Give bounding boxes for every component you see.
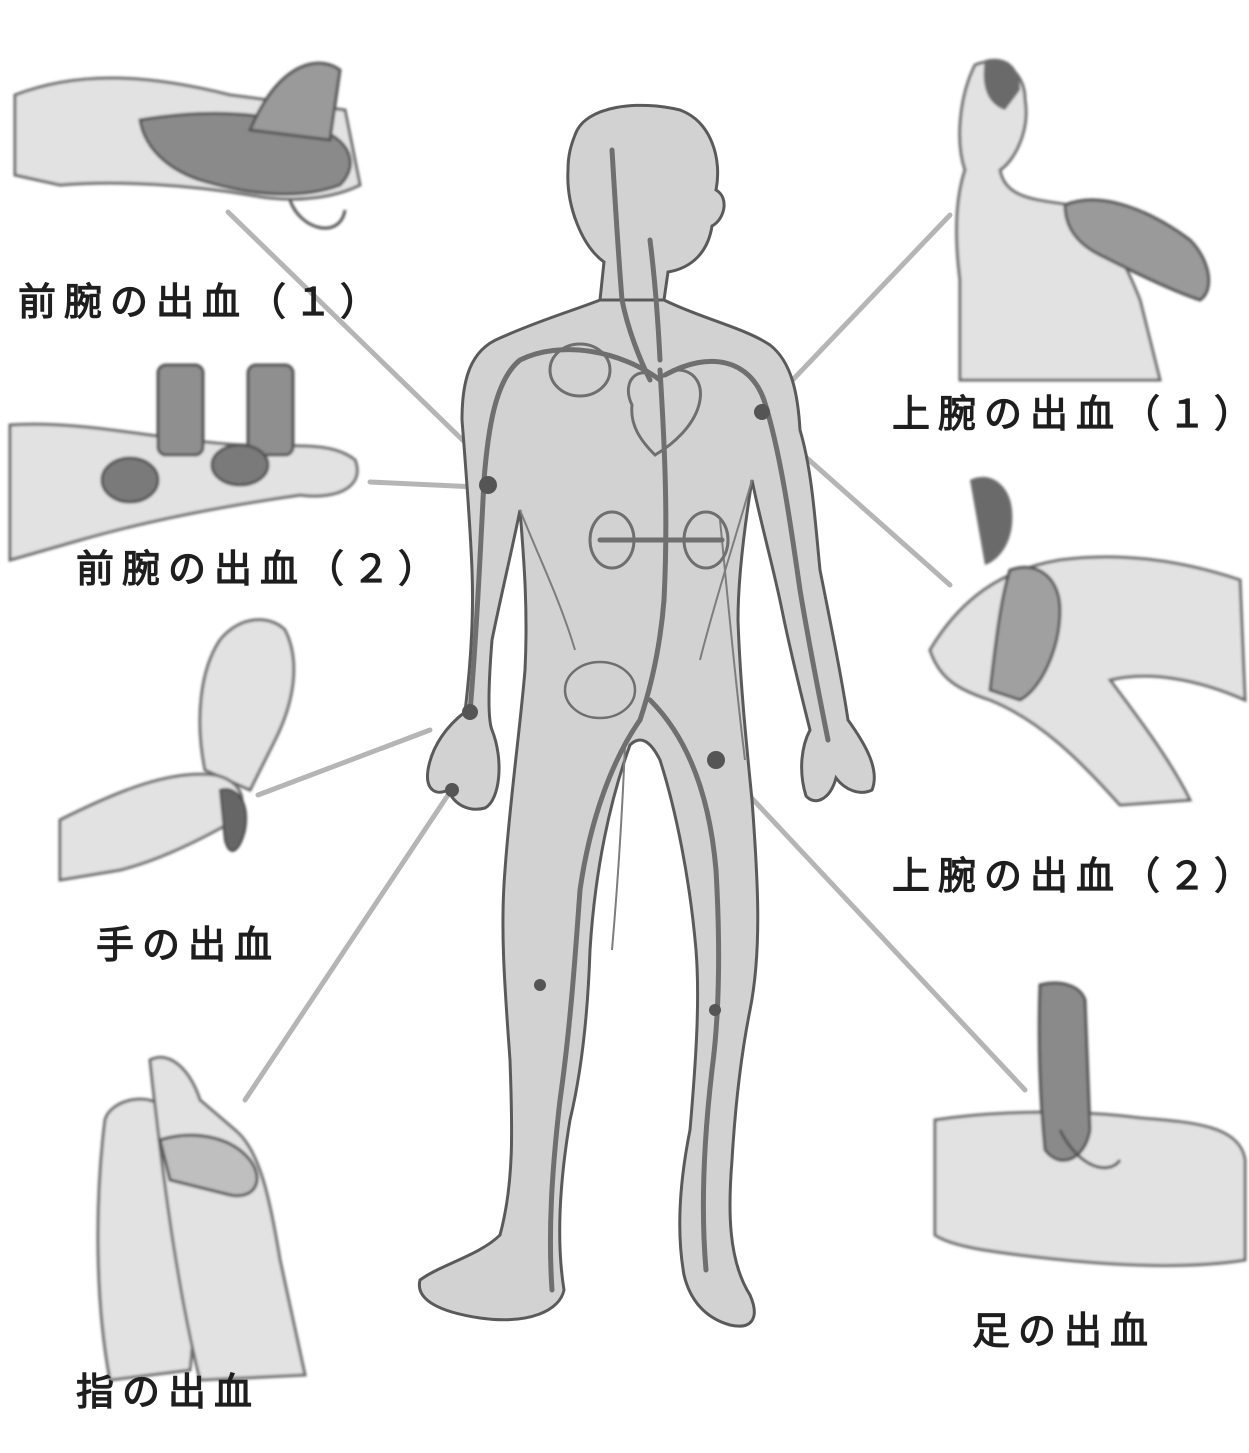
illustration-finger [98,1057,305,1380]
illustration-forearm-2 [10,365,357,560]
pressure-point-groin [707,751,725,769]
pressure-point-upper-arm [479,476,497,494]
label-forearm-1: 前腕の出血（１） [18,283,386,321]
head [568,105,724,300]
leader-line-hand [258,730,430,795]
illustration-forearm-1 [15,63,360,228]
label-finger: 指の出血 [76,1373,260,1411]
label-hand: 手の出血 [96,926,280,964]
illustration-upper-arm-1 [957,59,1209,380]
human-body-figure [419,105,874,1326]
leader-line-foot [716,760,1025,1090]
illustration-hand [60,620,294,880]
pressure-point-knee-right [709,1004,721,1016]
label-foot: 足の出血 [972,1312,1156,1350]
illustration-upper-arm-2 [930,477,1245,805]
label-upper-arm-2: 上腕の出血（２） [892,857,1249,895]
pressure-point-shoulder [754,404,770,420]
pressure-point-knee-left [534,979,546,991]
pressure-point-hand [445,783,459,797]
pressure-point-wrist [462,704,478,720]
illustration-foot [935,983,1245,1265]
label-upper-arm-1: 上腕の出血（１） [892,395,1249,433]
label-forearm-2: 前腕の出血（２） [76,550,444,588]
